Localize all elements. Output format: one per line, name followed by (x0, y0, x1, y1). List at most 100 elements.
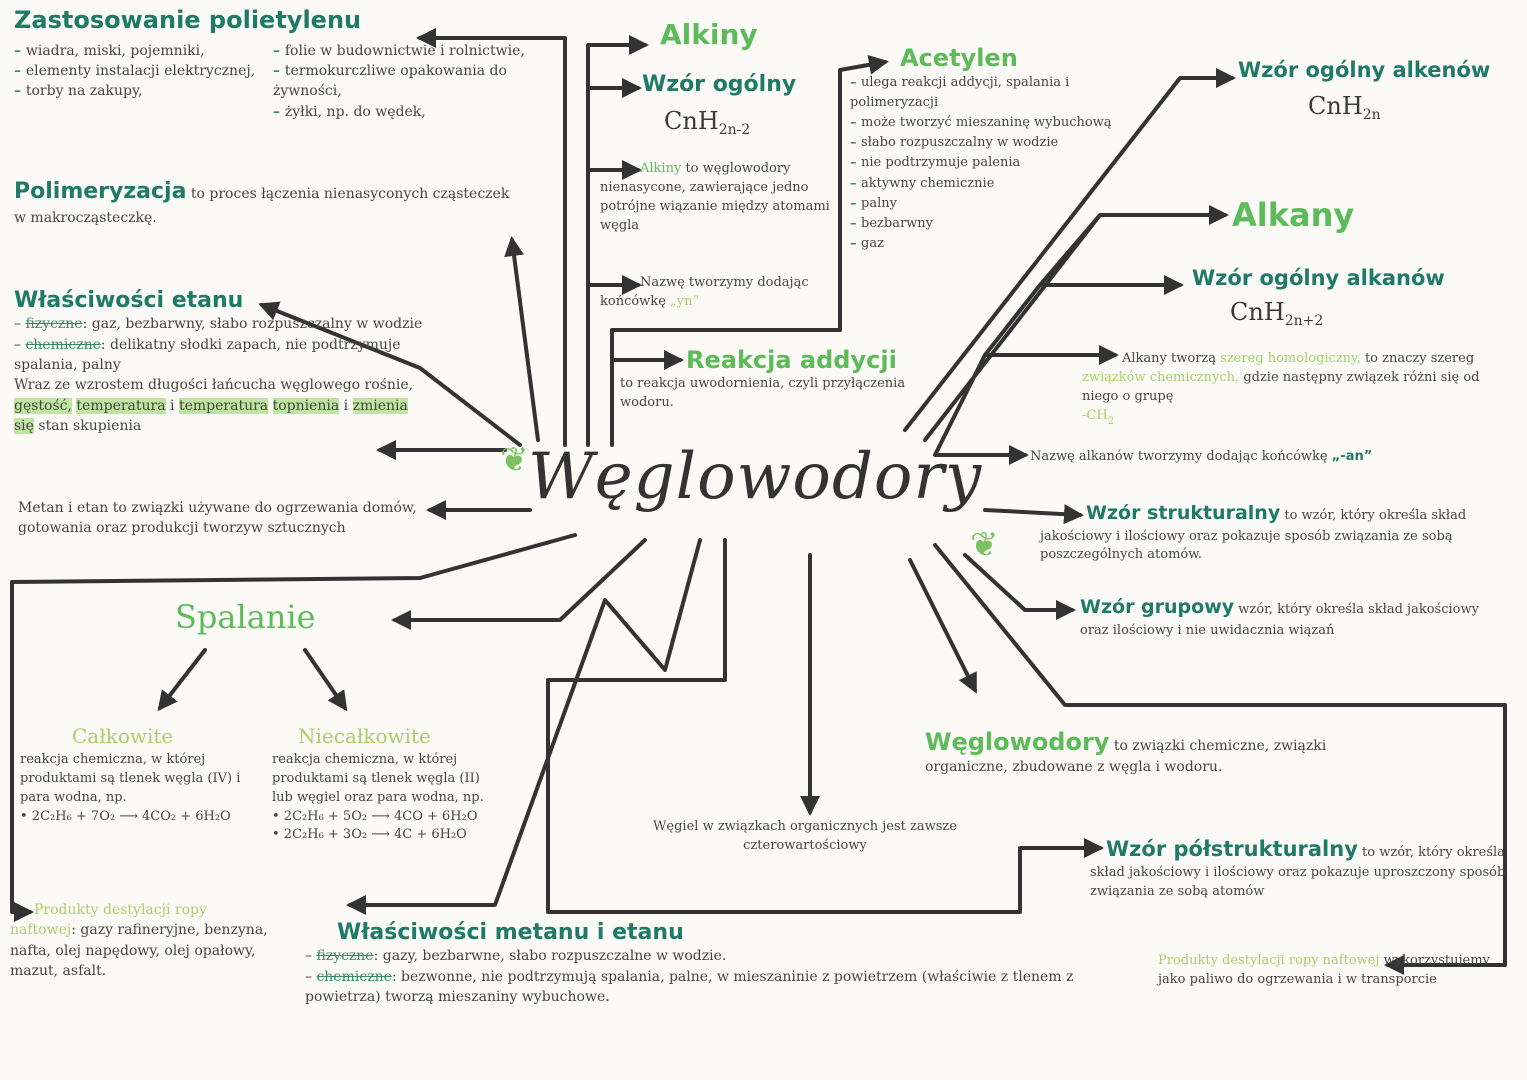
alkany-formula-block: Wzór ogólny alkanów CnH2n+2 (1192, 266, 1512, 331)
list-item: elementy instalacji elektrycznej, (14, 61, 259, 81)
list-item: aktywny chemicznie (850, 174, 1150, 194)
list-item: nie podtrzymuje palenia (850, 153, 1150, 173)
polietylen-list-1: wiadra, miski, pojemniki, elementy insta… (14, 41, 259, 122)
conjunction: i (170, 397, 175, 414)
alkiny-name-suffix: „yn” (670, 293, 700, 309)
szereg-mid: to znaczy szereg (1364, 351, 1475, 366)
arrow-polimeryzacja (504, 236, 540, 442)
alkany-name: Nazwę alkanów tworzymy dodając końcówkę … (1030, 448, 1520, 467)
highlight-topnienia: topnienia (272, 397, 340, 414)
arrow-niecalkowite (303, 648, 348, 712)
alkiny-definition: Alkiny to węglowodory nienasycone, zawie… (600, 160, 840, 235)
grupowy-title: Wzór grupowy (1080, 596, 1235, 618)
alkiny-title-block: Alkiny (660, 18, 840, 52)
szereg-end: gdzie następny związek różni się od nieg… (1082, 369, 1480, 404)
leaf-icon: ❦ (500, 440, 529, 480)
calkowite-text: reakcja chemiczna, w której produktami s… (20, 752, 241, 805)
niecalkowite-title: Niecałkowite (298, 724, 431, 748)
arrow-spalanie (391, 538, 647, 630)
destylacja-left-section: Produkty destylacji ropy naftowej: gazy … (10, 900, 275, 981)
list-item: palny (850, 194, 1150, 214)
alkany-formula-sub: 2n+2 (1284, 313, 1324, 330)
grupowy-section: Wzór grupowy wzór, który określa skład j… (1080, 594, 1500, 640)
alkiny-def-text: to węglowodory nienasycone, zawierające … (600, 161, 830, 233)
polietylen-section: Zastosowanie polietylenu wiadra, miski, … (14, 6, 554, 122)
arrow-alkeny (903, 68, 1236, 432)
list-item: bezbarwny (850, 214, 1150, 234)
metan-etan-fiz-text: : gazy, bezbarwne, słabo rozpuszczalne w… (373, 948, 727, 965)
definicja-title: Węglowodory (925, 728, 1110, 756)
list-item: żyłki, np. do wędek, (273, 102, 538, 122)
etan-title: Właściwości etanu (14, 288, 244, 313)
polstrukt-title: Wzór półstrukturalny (1106, 837, 1358, 861)
arrow-name-alkany (933, 353, 1029, 465)
spalanie-title: Spalanie (175, 598, 316, 636)
etan-fiz-text: : gaz, bezbarwny, słabo rozpuszczalny w … (82, 316, 423, 333)
grupa: -CH (1082, 407, 1108, 423)
etan-chem-label: chemiczne (25, 336, 101, 353)
alkiny-formula-block: Wzór ogólny CnH2n-2 (642, 72, 842, 141)
niecalkowite-section: Niecałkowite reakcja chemiczna, w której… (272, 722, 487, 845)
acetylen-title: Acetylen (900, 44, 1018, 72)
etan-growth-end: stan skupienia (38, 417, 142, 434)
polimeryzacja-text: to proces łączenia nienasyconych cząstec… (14, 186, 510, 226)
polimeryzacja-term: Polimeryzacja (14, 179, 187, 204)
list-item: wiadra, miski, pojemniki, (14, 41, 259, 61)
niecalkowite-text: reakcja chemiczna, w której produktami s… (272, 752, 484, 805)
alkiny-name-text: Nazwę tworzymy dodając końcówkę (600, 275, 809, 309)
arrow-destylacja2 (933, 543, 1507, 975)
wegiel-text: Węgiel w związkach organicznych jest zaw… (653, 819, 957, 853)
metan-uses-section: Metan i etan to związki używane do ogrze… (18, 498, 426, 539)
list-item: gaz (850, 234, 1150, 254)
highlight-temperatura-2: temperatura (178, 397, 269, 414)
acetylen-section: Acetylen ulega reakcji addycji, spalania… (850, 44, 1150, 254)
alkany-title: Alkany (1232, 196, 1355, 234)
list-item: termokurczliwe opakowania do żywności, (273, 61, 538, 102)
arrow-polstrukt (546, 538, 1104, 914)
highlight-gestosc: gęstość, (14, 397, 72, 414)
etan-chem-text: : delikatny słodki zapach, nie podtrzymu… (14, 336, 401, 373)
central-title: Węglowodory (528, 440, 983, 514)
conjunction: i (343, 397, 349, 414)
arrow-destylacja1 (10, 533, 577, 922)
alkiny-formula-sub: 2n-2 (718, 122, 751, 139)
alkany-formula-label: Wzór ogólny alkanów (1192, 266, 1445, 290)
wegiel-section: Węgiel w związkach organicznych jest zaw… (600, 818, 1010, 856)
alkeny-title: Wzór ogólny alkenów (1238, 58, 1491, 82)
highlight-temperatura: temperatura (76, 397, 166, 414)
addycja-text: to reakcja uwodornienia, czyli przyłącze… (620, 375, 906, 410)
addycja-section: Reakcja addycji to reakcja uwodornienia,… (620, 346, 920, 412)
arrow-metan-etan (346, 538, 702, 915)
arrow-acetylen (610, 54, 889, 447)
niecalkowite-eq-1: • 2C₂H₆ + 5O₂ ⟶ 4CO + 6H₂O (272, 808, 478, 824)
list-item: może tworzyć mieszaninę wybuchową (850, 113, 1150, 133)
destylacja-left-text: : gazy rafineryjne, benzyna, nafta, olej… (10, 922, 268, 979)
arrow-szereg (983, 283, 1119, 365)
definicja-section: Węglowodory to związki chemiczne, związk… (925, 728, 1405, 777)
acetylen-list: ulega reakcji addycji, spalania i polime… (850, 73, 1150, 254)
destylacja-right-section: Produkty destylacji ropy naftowej wykorz… (1158, 952, 1508, 990)
strukturalny-section: Wzór strukturalny to wzór, który określa… (1040, 500, 1518, 565)
alkiny-title: Alkiny (660, 18, 758, 51)
etan-growth-text: Wraz ze wzrostem długości łańcucha węglo… (14, 377, 414, 394)
metan-etan-chem-label: chemiczne (316, 968, 392, 985)
metan-etan-title: Właściwości metanu i etanu (337, 920, 684, 945)
polietylen-title: Zastosowanie polietylenu (14, 6, 362, 34)
definicja-text: to związki chemiczne, związki organiczne… (925, 738, 1327, 775)
alkany-name-text: Nazwę alkanów tworzymy dodając końcówkę (1030, 449, 1328, 464)
arrow-calkowite (157, 648, 207, 712)
calkowite-section: Całkowite reakcja chemiczna, w której pr… (20, 722, 260, 826)
strukturalny-text: to wzór, który określa skład jakościowy … (1040, 508, 1467, 563)
polimeryzacja-section: Polimeryzacja to proces łączenia nienasy… (14, 176, 514, 228)
alkiny-formula: CnH (664, 107, 719, 136)
polstrukt-text: to wzór, który określa skład jakościowy … (1090, 845, 1506, 900)
niecalkowite-eq-2: • 2C₂H₆ + 3O₂ ⟶ 4C + 6H₂O (272, 827, 467, 843)
arrow-definicja (908, 558, 977, 694)
list-item: folie w budownictwie i rolnictwie, (273, 41, 538, 61)
alkany-formula: CnH (1230, 298, 1285, 327)
alkiny-formula-label: Wzór ogólny (642, 72, 797, 97)
metan-etan-fiz-label: fizyczne (316, 948, 374, 965)
alkiny-name: Nazwę tworzymy dodając końcówkę „yn” (600, 274, 815, 312)
szereg-term: szereg homologiczny, (1220, 351, 1361, 366)
alkeny-formula-sub: 2n (1362, 107, 1381, 124)
